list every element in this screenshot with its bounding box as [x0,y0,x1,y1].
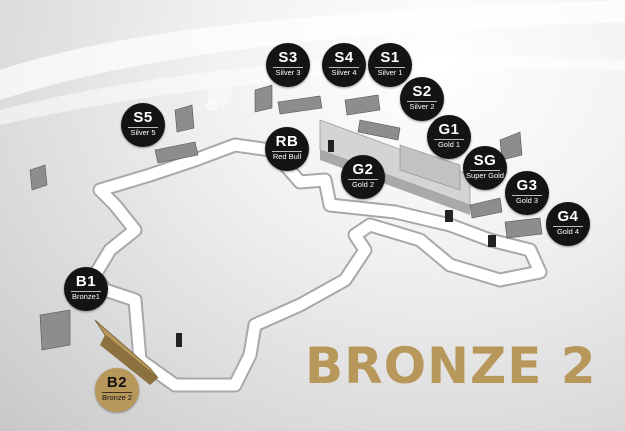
stand-code: B2 [106,374,128,391]
light-flare [206,99,218,111]
stand-badge-b2[interactable]: B2 Bronze 2 [95,368,139,412]
badge-divider [272,151,302,152]
grandstand [254,84,273,113]
grandstand [29,164,48,191]
stand-code: B1 [75,273,97,290]
stand-code: S5 [133,109,153,126]
badge-divider [375,67,405,68]
stand-code: RB [275,133,299,150]
stand-badge-rb[interactable]: RB Red Bull [265,127,309,171]
stand-name: Silver 2 [409,102,435,111]
badge-divider [273,67,303,68]
stand-name: Bronze1 [72,292,100,301]
stand-badge-s4[interactable]: S4 Silver 4 [322,43,366,87]
stand-name: Gold 2 [351,180,375,189]
stand-badge-s2[interactable]: S2 Silver 2 [400,77,444,121]
badge-divider [470,170,500,171]
badge-divider [71,291,101,292]
stand-code: G4 [557,208,579,225]
screen [488,235,496,247]
stand-badge-g2[interactable]: G2 Gold 2 [341,155,385,199]
grandstand [344,94,381,116]
grandstand [174,104,195,133]
stand-name: Super Gold [466,171,504,180]
stand-code: G3 [516,177,538,194]
stand-code: G2 [352,161,374,178]
grandstand [277,95,323,115]
stand-name: Silver 1 [377,68,403,77]
stand-name: Bronze 2 [101,393,133,402]
stand-name: Gold 4 [556,227,580,236]
stand-badge-s5[interactable]: S5 Silver 5 [121,103,165,147]
screen [328,140,334,152]
badge-divider [329,67,359,68]
stand-name: Silver 5 [130,128,156,137]
badge-divider [348,179,378,180]
light-swoosh [0,56,625,126]
badge-divider [407,101,437,102]
light-swoosh [0,0,625,100]
badge-divider [128,127,158,128]
grandstand [504,217,543,239]
grandstand [154,141,199,164]
stand-badge-g1[interactable]: G1 Gold 1 [427,115,471,159]
grandstand [357,119,401,141]
badge-divider [434,139,464,140]
stand-code: S3 [278,49,298,66]
stand-name: Gold 3 [515,196,539,205]
stand-badge-g3[interactable]: G3 Gold 3 [505,171,549,215]
screen [176,333,182,347]
race-track-surface [89,139,546,391]
stand-badge-g4[interactable]: G4 Gold 4 [546,202,590,246]
stand-name: Red Bull [272,152,302,161]
stand-code: SG [473,152,497,169]
stand-name: Silver 3 [275,68,301,77]
bronze-2-grandstand [94,319,159,385]
grandstand [469,197,503,219]
stand-badge-sg[interactable]: SG Super Gold [463,146,507,190]
badge-divider [102,392,132,393]
stand-name: Silver 4 [331,68,357,77]
stand-code: G1 [438,121,460,138]
stand-code: S2 [412,83,432,100]
grandstand [39,309,71,351]
stand-name: Gold 1 [437,140,461,149]
stand-code: S1 [380,49,400,66]
stand-badge-s3[interactable]: S3 Silver 3 [266,43,310,87]
zone-title: BRONZE 2 [305,337,597,395]
badge-divider [512,195,542,196]
screen [445,210,453,222]
stand-code: S4 [334,49,354,66]
stand-badge-s1[interactable]: S1 Silver 1 [368,43,412,87]
badge-divider [553,226,583,227]
stand-badge-b1[interactable]: B1 Bronze1 [64,267,108,311]
